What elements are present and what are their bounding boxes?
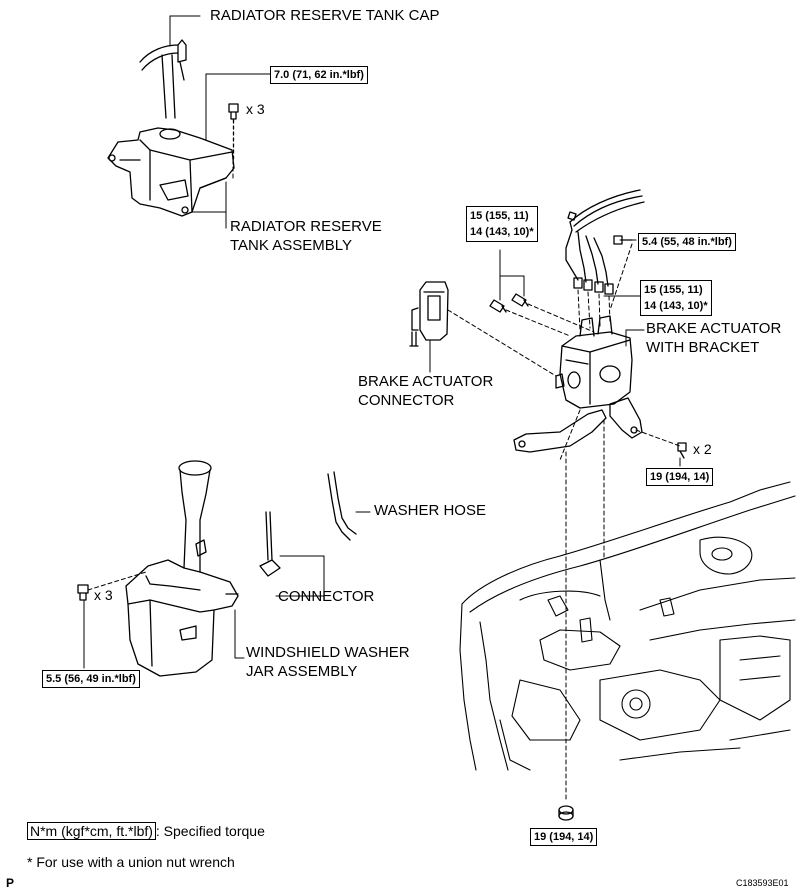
- bracket-bolt-drawing: [677, 442, 687, 459]
- legend-unit-desc: : Specified torque: [155, 823, 265, 839]
- torque-union-right-line1: 15 (155, 11): [644, 284, 703, 296]
- label-brake-connector-line2: CONNECTOR: [358, 392, 455, 409]
- torque-union-left-line1: 15 (155, 11): [470, 210, 529, 222]
- brake-connector-drawing: [409, 281, 449, 347]
- qty-washer-bolts: x 3: [94, 587, 113, 603]
- washer-jar-drawing: [125, 460, 239, 677]
- legend-unit-box: N*m (kgf*cm, ft.*lbf): [27, 822, 156, 840]
- label-washer-jar-line2: JAR ASSEMBLY: [246, 663, 358, 680]
- bottom-bolt-drawing: [558, 805, 574, 821]
- torque-washer-jar: 5.5 (56, 49 in.*lbf): [42, 670, 140, 688]
- torque-union-left: 15 (155, 11) 14 (143, 10)*: [466, 206, 538, 242]
- label-washer-hose: WASHER HOSE: [374, 502, 486, 519]
- brake-actuator-drawing: [513, 315, 643, 453]
- torque-bracket-bolt: 19 (194, 14): [646, 468, 714, 486]
- washer-hose-drawing: [327, 471, 357, 541]
- connector-drawing: [259, 511, 281, 577]
- torque-brake-bolt: 5.4 (55, 48 in.*lbf): [638, 233, 736, 251]
- torque-radiator-tank: 7.0 (71, 62 in.*lbf): [270, 66, 368, 84]
- radiator-tank-drawing: [107, 127, 235, 217]
- qty-bracket-bolts: x 2: [693, 441, 712, 457]
- washer-bolt-drawing: [77, 584, 89, 601]
- torque-union-right: 15 (155, 11) 14 (143, 10)*: [640, 280, 712, 316]
- leader-lines: [83, 15, 681, 669]
- qty-radiator-bolts: x 3: [246, 101, 265, 117]
- dashed-lines: [87, 159, 681, 801]
- torque-union-right-line2: 14 (143, 10)*: [644, 300, 708, 312]
- label-radiator-tank-line1: RADIATOR RESERVE: [230, 218, 382, 235]
- label-radiator-tank-line2: TANK ASSEMBLY: [230, 237, 352, 254]
- label-brake-actuator-line1: BRAKE ACTUATOR: [646, 320, 782, 337]
- figure-code: C183593E01: [736, 878, 789, 888]
- label-radiator-reserve-tank-cap: RADIATOR RESERVE TANK CAP: [210, 7, 440, 24]
- radiator-bolt-drawing: [228, 103, 239, 161]
- brake-lines-drawing: [565, 189, 645, 295]
- torque-legend: N*m (kgf*cm, ft.*lbf): Specified torque: [27, 822, 265, 840]
- label-connector: CONNECTOR: [278, 588, 375, 605]
- union-fittings-drawing: [489, 293, 529, 313]
- footnote: * For use with a union nut wrench: [27, 854, 235, 870]
- engine-bay-drawing: [459, 481, 796, 771]
- label-washer-jar-line1: WINDSHIELD WASHER: [246, 644, 410, 661]
- torque-bottom-bolt: 19 (194, 14): [530, 828, 598, 846]
- label-brake-connector-line1: BRAKE ACTUATOR: [358, 373, 494, 390]
- corner-letter: P: [6, 876, 15, 890]
- radiator-cap-hose-drawing: [139, 39, 187, 119]
- torque-union-left-line2: 14 (143, 10)*: [470, 226, 534, 238]
- label-brake-actuator-line2: WITH BRACKET: [646, 339, 760, 356]
